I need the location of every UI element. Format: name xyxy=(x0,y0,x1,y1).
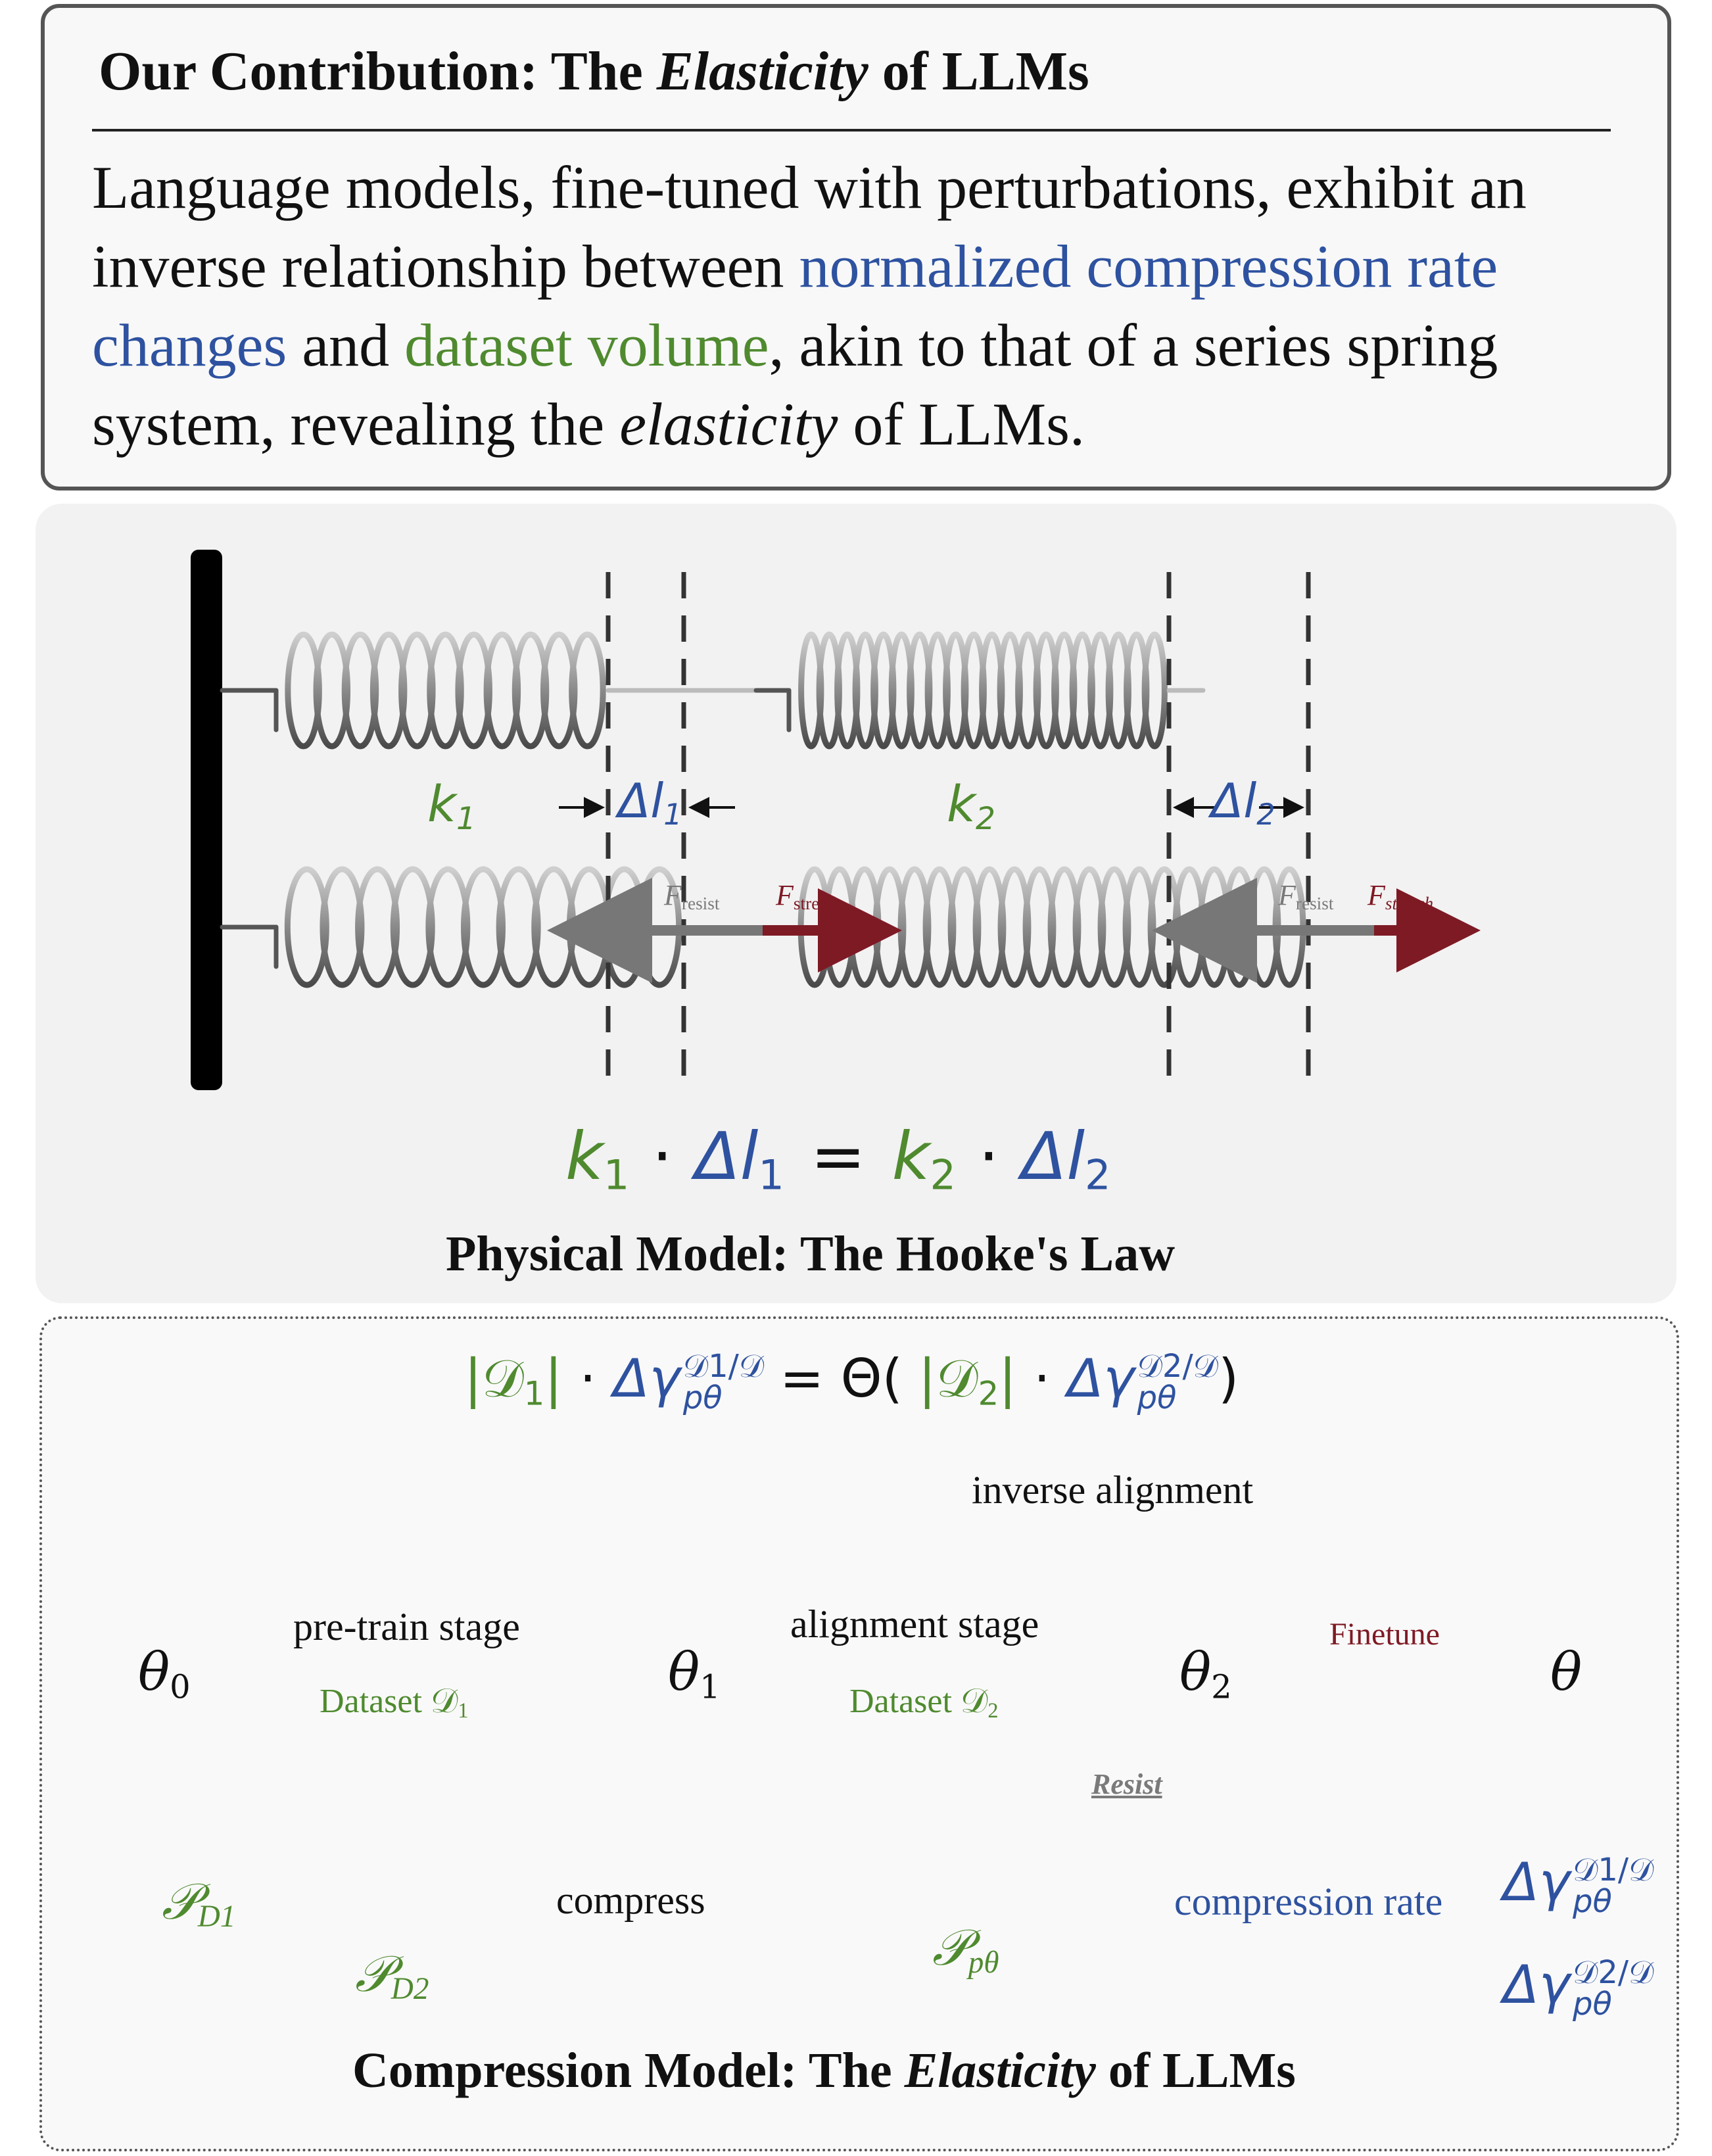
highlight-dataset-volume: dataset volume xyxy=(404,312,769,379)
pretrain-stage-label: pre-train stage xyxy=(293,1605,520,1648)
pd1-label: 𝒫D1 xyxy=(162,1875,236,1934)
node-theta-label: θ xyxy=(1550,1641,1582,1702)
spring-k1-stretched xyxy=(284,866,682,988)
spring-row-relaxed xyxy=(220,631,1206,750)
dataset-d2-label: Dataset 𝒟2 xyxy=(849,1683,999,1723)
title-divider xyxy=(92,129,1611,132)
compression-rate-label: compression rate xyxy=(1174,1880,1443,1923)
compress-label: compress xyxy=(556,1879,705,1922)
physical-model-caption: Physical Model: The Hooke's Law xyxy=(446,1226,1176,1282)
label-f-stretch-2: Fstretch xyxy=(1367,879,1434,913)
label-dl2: Δl2 xyxy=(1211,773,1275,832)
contribution-box xyxy=(41,4,1671,491)
spring-k2-relaxed xyxy=(798,631,1168,750)
node-theta0-label: θ0 xyxy=(138,1641,191,1706)
label-f-resist-1: Fresist xyxy=(664,879,720,913)
ptheta-label: 𝒫pθ xyxy=(932,1921,999,1980)
hooke-equation: k1·Δl1=k2·Δl2 xyxy=(565,1118,1111,1199)
label-k1: k1 xyxy=(427,775,476,837)
label-f-resist-2: Fresist xyxy=(1278,879,1334,913)
spring-k1-relaxed xyxy=(285,631,606,750)
wall xyxy=(191,550,222,1090)
contribution-title: Our Contribution: The Elasticity of LLMs xyxy=(99,41,1089,102)
highlight-compression: normalized compression rate changes xyxy=(92,233,1498,379)
node-theta2-label: θ2 xyxy=(1179,1641,1232,1706)
contribution-paragraph: Language models, fine-tuned with perturb… xyxy=(92,154,1527,458)
label-k2: k2 xyxy=(947,775,995,837)
alignment-stage-label: alignment stage xyxy=(790,1602,1039,1646)
compression-model-caption: Compression Model: The Elasticity of LLM… xyxy=(352,2043,1296,2098)
finetune-label: Finetune xyxy=(1329,1617,1440,1652)
inverse-alignment-label: inverse alignment xyxy=(972,1468,1254,1512)
node-theta1-label: θ1 xyxy=(668,1641,721,1706)
label-dl1: Δl1 xyxy=(618,773,682,832)
resist-label: Resist xyxy=(1091,1768,1162,1800)
dataset-d1-label: Dataset 𝒟1 xyxy=(320,1683,469,1723)
label-f-stretch-1: Fstretch xyxy=(776,879,842,913)
compression-model-panel xyxy=(39,1316,1679,2151)
pd2-label: 𝒫D2 xyxy=(355,1947,429,2006)
